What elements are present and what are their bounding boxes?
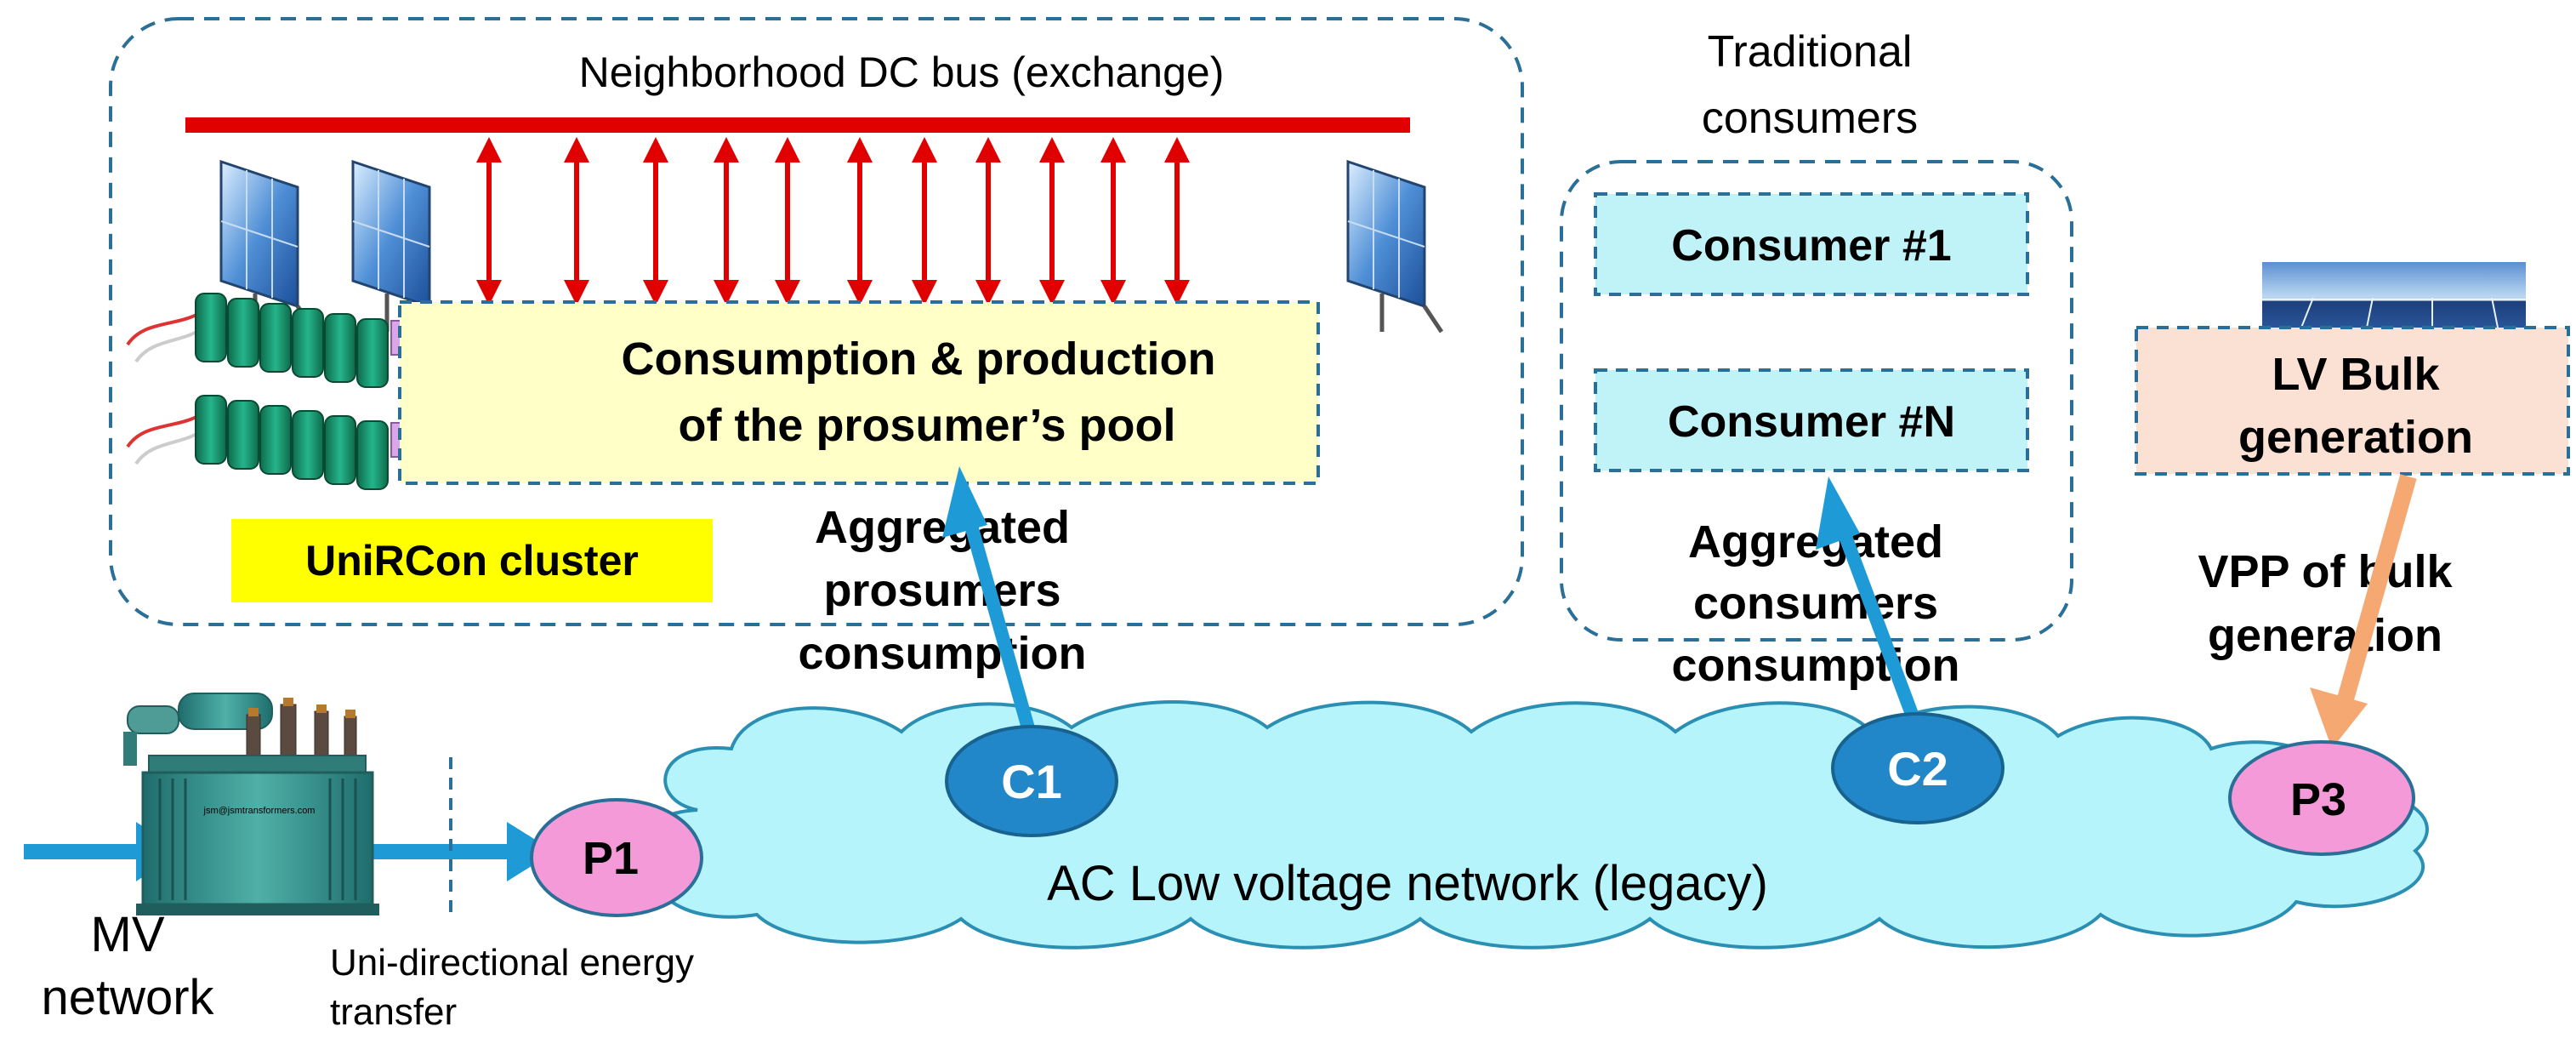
transfer-arrow-shaft	[357, 844, 519, 859]
aggregated-prosumers-line1: Aggregated	[815, 502, 1070, 553]
battery-pack-icon	[126, 395, 411, 490]
transformer-nameplate: jsm@jsmtransformers.com	[203, 806, 316, 816]
prosumer-pool-line1: Consumption & production	[622, 334, 1216, 385]
vpp-flow-arrow	[2334, 474, 2417, 710]
unircon-cluster-badge	[231, 519, 713, 602]
vpp-flow-arrowhead	[2310, 687, 2368, 749]
node-c2-label: C2	[1887, 742, 1948, 796]
aggregated-consumers-line2: consumers	[1693, 578, 1938, 629]
dc-bus-exchange-arrows	[476, 137, 1190, 305]
node-c1-label: C1	[1001, 755, 1062, 808]
lv-bulk-line2: generation	[2238, 412, 2473, 463]
node-p3: P3	[2228, 740, 2415, 856]
node-p1-label: P1	[583, 833, 639, 884]
vpp-line2: generation	[2208, 610, 2442, 661]
aggregated-consumers-line1: Aggregated	[1688, 516, 1943, 567]
prosumer-flow-arrowhead	[942, 466, 987, 538]
lv-bulk-line1: LV Bulk	[2272, 349, 2440, 400]
dc-bus-title: Neighborhood DC bus (exchange)	[579, 48, 1225, 96]
aggregated-prosumers-line3: consumption	[799, 628, 1087, 679]
traditional-title-line1: Traditional	[1708, 27, 1913, 77]
node-c1: C1	[945, 725, 1118, 837]
consumer-flow-arrow	[1833, 518, 1925, 733]
battery-pack-icon	[126, 293, 411, 388]
lv-bulk-box	[2135, 326, 2570, 476]
lv-bulk-generation: LV Bulk generation VPP of bulk generatio…	[2135, 262, 2570, 661]
uni-directional-line2: transfer	[330, 991, 457, 1033]
prosumer-pool-box	[398, 300, 1320, 485]
consumer-1-label: Consumer #1	[1671, 221, 1951, 271]
traditional-title-line2: consumers	[1702, 94, 1918, 143]
consumer-flow-arrowhead	[1816, 476, 1860, 550]
ac-network-label: AC Low voltage network (legacy)	[1047, 856, 1768, 911]
transformer-icon: jsm@jsmtransformers.com	[123, 693, 379, 915]
node-p1: P1	[530, 798, 703, 917]
network-nodes: P1 C1 C2 P3	[530, 712, 2415, 917]
traditional-consumers: Traditional consumers Consumer #1 Consum…	[1560, 27, 2073, 691]
dc-cluster-boundary	[109, 17, 1524, 626]
consumer-n-box	[1594, 368, 2029, 472]
mv-network-line2: network	[41, 970, 214, 1025]
unircon-cluster-label: UniRCon cluster	[305, 537, 639, 585]
prosumer-flow-arrow	[960, 508, 1038, 743]
uni-directional-line1: Uni-directional energy	[330, 942, 694, 984]
solar-panel-icon	[1346, 159, 1444, 334]
prosumer-pool-line2: of the prosumer’s pool	[678, 400, 1175, 451]
aggregated-consumers-line3: consumption	[1672, 640, 1960, 691]
ac-network-cloud: AC Low voltage network (legacy)	[645, 700, 2429, 950]
bottom-labels: MV network Uni-directional energy transf…	[41, 907, 694, 1033]
dc-cluster: Neighborhood DC bus (exchange)	[109, 17, 1524, 626]
aggregated-prosumers-line2: prosumers	[823, 565, 1061, 616]
consumer-1-box	[1594, 192, 2029, 296]
aggregated-prosumers-label: Aggregated prosumers consumption	[799, 502, 1087, 679]
traditional-consumers-boundary	[1560, 160, 2073, 642]
mv-network-line1: MV	[91, 907, 165, 962]
node-c2: C2	[1831, 712, 2005, 824]
consumer-n-label: Consumer #N	[1668, 397, 1955, 447]
mv-input-arrow-shaft	[24, 844, 151, 859]
node-p3-label: P3	[2290, 774, 2346, 825]
dc-bus-bar	[185, 117, 1410, 133]
vpp-line1: VPP of bulk	[2198, 546, 2453, 597]
